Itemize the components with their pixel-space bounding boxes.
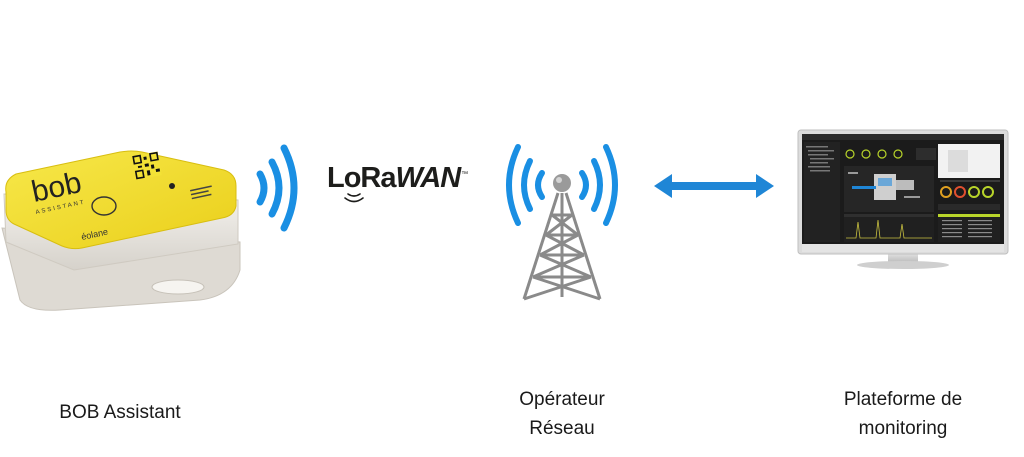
network-tower-icon bbox=[506, 144, 618, 301]
device-mount-slot bbox=[151, 279, 205, 295]
caption-platform-line1: Plateforme de bbox=[843, 389, 963, 410]
caption-monitoring-platform: Plateforme de monitoring bbox=[803, 385, 1003, 443]
device-button bbox=[91, 196, 117, 216]
lorawan-antenna-arcs-icon bbox=[344, 193, 364, 203]
device-signal-waves-icon bbox=[256, 144, 298, 232]
monitoring-platform-monitor bbox=[797, 129, 1009, 269]
lorawan-trademark: ™ bbox=[461, 171, 468, 179]
device-led bbox=[169, 183, 175, 189]
bidirectional-arrow-icon bbox=[654, 174, 774, 198]
caption-operator-line2: Réseau bbox=[529, 418, 595, 439]
caption-bob-assistant-text: BOB Assistant bbox=[59, 402, 181, 423]
device-yellow-face bbox=[5, 150, 237, 250]
qr-code bbox=[132, 151, 162, 180]
lorawan-wan-text: WAN bbox=[395, 162, 462, 194]
caption-platform-line2: monitoring bbox=[858, 418, 948, 439]
caption-operator-line1: Opérateur bbox=[519, 389, 605, 410]
lorawan-lora-text: LoRa bbox=[327, 162, 396, 194]
caption-bob-assistant: BOB Assistant bbox=[20, 398, 220, 427]
lorawan-logo: LoRaWAN™ bbox=[327, 162, 468, 195]
caption-network-operator: Opérateur Réseau bbox=[462, 385, 662, 443]
bob-assistant-device: bob ASSISTANT éolane bbox=[1, 150, 241, 311]
